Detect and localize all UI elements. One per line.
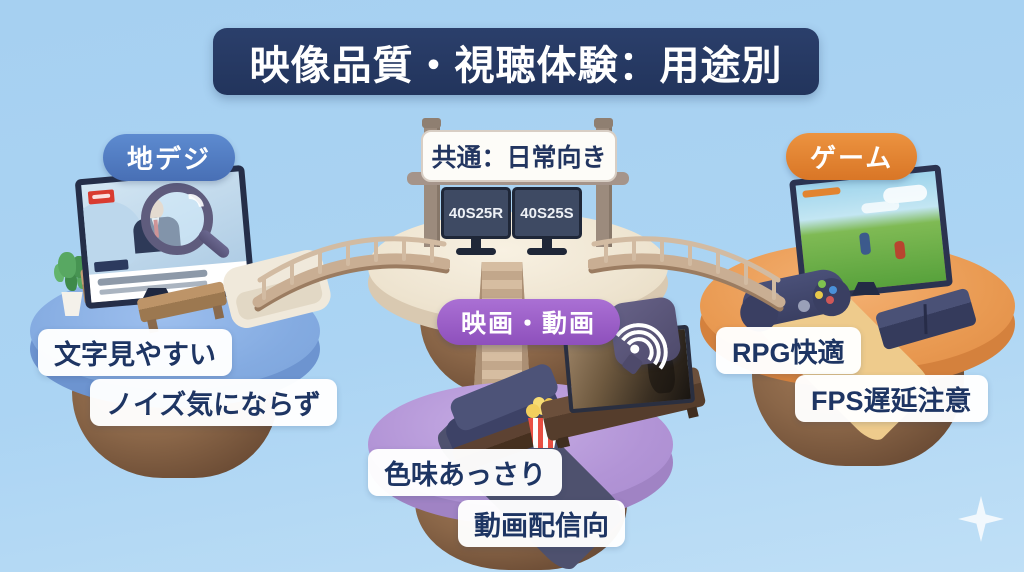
game-character xyxy=(894,240,906,260)
page-title: 映像品質・視聴体験：用途別 xyxy=(213,28,819,95)
controller-buttons xyxy=(818,280,826,288)
monitor-40s25s: 40S25S xyxy=(512,187,582,255)
badge-movie-label: 映画・動画 xyxy=(461,310,597,338)
feature-label: RPG快適 xyxy=(716,327,861,374)
bridge-right xyxy=(588,236,786,312)
feature-label: 動画配信向 xyxy=(458,500,625,547)
wifi-icon xyxy=(605,295,683,385)
badge-game-label: ゲーム xyxy=(810,143,894,173)
health-bar xyxy=(802,186,841,198)
magnifier-icon xyxy=(141,183,213,255)
feature-label: 色味あっさり xyxy=(368,449,562,496)
feature-label: ノイズ気にならず xyxy=(90,379,337,426)
sign-common: 共通：日常向き xyxy=(421,130,617,182)
feature-label: 文字見やすい xyxy=(38,329,232,376)
sparkle-icon xyxy=(958,496,1004,542)
page-title-text: 映像品質・視聴体験：用途別 xyxy=(249,43,783,88)
plant-icon xyxy=(58,252,76,278)
monitor-40s25r: 40S25R xyxy=(441,187,511,255)
bridge-structure xyxy=(588,236,786,312)
sign-common-label: 共通：日常向き xyxy=(431,144,607,172)
badge-game: ゲーム xyxy=(786,133,918,180)
cloud xyxy=(882,183,928,205)
popcorn-icon xyxy=(526,404,540,418)
feature-label: FPS遅延注意 xyxy=(795,375,988,422)
monitor-label: 40S25R xyxy=(448,204,504,222)
game-character xyxy=(858,232,872,256)
monitor-label: 40S25S xyxy=(520,204,574,222)
bridge-left xyxy=(252,236,450,312)
badge-terrestrial: 地デジ xyxy=(103,134,236,181)
badge-terrestrial-label: 地デジ xyxy=(127,144,212,174)
badge-movie: 映画・動画 xyxy=(437,299,621,345)
plant-pot xyxy=(61,292,83,316)
news-chyron xyxy=(93,259,129,273)
news-badge xyxy=(87,189,115,205)
tv-foot xyxy=(852,282,880,295)
bridge-structure xyxy=(252,236,450,312)
